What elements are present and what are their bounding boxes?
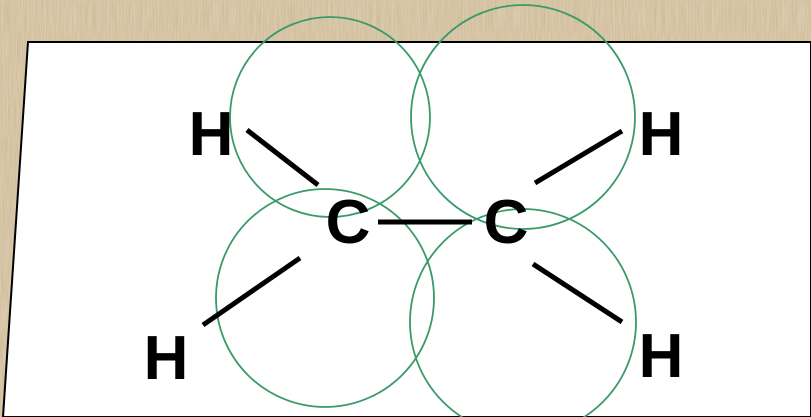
bond-c-h-bottom-right	[531, 261, 624, 325]
orbitals	[215, 4, 637, 417]
atom-hydrogen-bottom-right: H	[639, 322, 684, 391]
orbital-top-left	[229, 16, 431, 218]
atom-labels: C C H H H H	[144, 100, 684, 393]
atom-hydrogen-top-right: H	[639, 100, 684, 169]
orbital-bottom-right	[409, 208, 637, 417]
bonds	[201, 128, 624, 328]
orbital-bottom-left	[215, 188, 435, 408]
orbital-top-right	[410, 4, 636, 230]
atom-carbon-left: C	[326, 188, 371, 257]
atom-hydrogen-top-left: H	[189, 100, 234, 169]
bond-c-h-top-left	[245, 128, 320, 187]
bond-c-h-bottom-left	[201, 255, 302, 328]
atom-hydrogen-bottom-left: H	[144, 324, 189, 393]
bond-c-h-top-right	[533, 128, 624, 186]
atom-carbon-right: C	[484, 188, 529, 257]
molecular-plane	[1, 41, 811, 417]
